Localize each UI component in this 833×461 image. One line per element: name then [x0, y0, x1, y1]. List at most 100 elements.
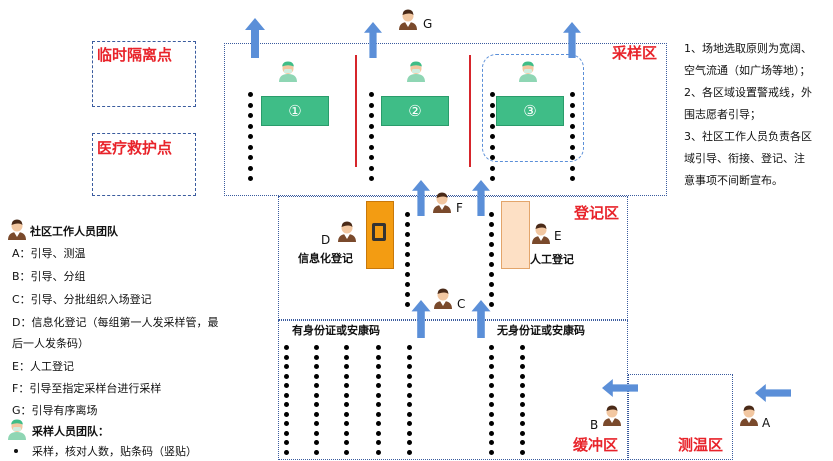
- queue-dot: [375, 354, 381, 360]
- staff-letter-a: A: [762, 416, 771, 430]
- queue-dot: [375, 392, 381, 398]
- queue-dot: [488, 222, 494, 227]
- queue-dot: [283, 411, 289, 417]
- registration-zone-label: 登记区: [574, 204, 620, 222]
- queue-dot: [519, 354, 525, 360]
- queue-dot: [406, 354, 412, 360]
- queue-dot: [247, 92, 253, 97]
- queue-dot: [283, 392, 289, 398]
- queue-dot: [343, 430, 349, 436]
- queue-dot: [569, 176, 575, 181]
- queue-dot: [519, 430, 525, 436]
- staff-letter-d: D: [321, 233, 331, 247]
- queue-dot: [313, 440, 319, 445]
- medical-staff-icon: [277, 60, 299, 82]
- queue-dot: [247, 134, 253, 139]
- queue-dot: [368, 176, 374, 181]
- queue-dot: [368, 134, 374, 139]
- lane-with-id-label: 有身份证或安康码: [292, 324, 380, 337]
- queue-dot: [488, 373, 494, 379]
- legend-item: D：信息化登记（每组第一人发采样管，最: [12, 316, 219, 329]
- arrow-up-icon: [471, 300, 491, 338]
- legend-item: 后一人发条码）: [12, 337, 89, 350]
- staff-letter-f: F: [456, 201, 463, 215]
- queue-dot: [343, 373, 349, 379]
- queue-dot: [375, 373, 381, 379]
- queue-dot: [488, 302, 494, 307]
- queue-dot: [519, 449, 525, 455]
- queue-dot: [313, 411, 319, 417]
- sampling-station-3: ③: [496, 96, 564, 126]
- queue-dot: [406, 383, 412, 388]
- staff-letter-e: E: [554, 229, 562, 243]
- queue-dot: [489, 113, 495, 118]
- registration-zone-box: [278, 196, 628, 320]
- queue-dot: [283, 449, 289, 455]
- queue-dot: [404, 272, 410, 277]
- legend-community-icon: [6, 218, 28, 240]
- queue-dot: [488, 232, 494, 237]
- queue-dot: [375, 402, 381, 407]
- queue-dot: [489, 176, 495, 181]
- queue-dot: [343, 345, 349, 350]
- lane-without-id-label: 无身份证或安康码: [497, 324, 585, 337]
- medical-point-label: 医疗救护点: [97, 139, 173, 157]
- queue-dot: [489, 92, 495, 97]
- queue-dot: [406, 364, 412, 369]
- legend-sampler-title: 采样人员团队：: [32, 425, 109, 438]
- legend-sampler-icon: [6, 418, 28, 440]
- queue-dot: [488, 411, 494, 417]
- queue-dot: [283, 345, 289, 350]
- queue-dot: [343, 383, 349, 388]
- queue-dot: [569, 134, 575, 139]
- staff-letter-g: G: [423, 17, 433, 31]
- queue-dot: [406, 440, 412, 445]
- buffer-zone-label: 缓冲区: [573, 436, 619, 454]
- queue-dot: [404, 252, 410, 257]
- terminal-icon: [370, 222, 388, 242]
- queue-dot: [313, 430, 319, 436]
- queue-dot: [313, 449, 319, 455]
- worker-icon: [601, 404, 623, 426]
- legend-item: G：引导有序离场: [12, 404, 98, 417]
- worker-icon: [432, 287, 454, 309]
- queue-dot: [247, 155, 253, 160]
- legend-item: C：引导、分批组织入场登记: [12, 293, 152, 306]
- isolation-point-label: 临时隔离点: [97, 46, 173, 64]
- staff-letter-c: C: [457, 297, 466, 311]
- queue-dot: [569, 102, 575, 108]
- queue-dot: [488, 262, 494, 267]
- queue-dot: [519, 440, 525, 445]
- manual-registration-label: 人工登记: [530, 253, 574, 266]
- arrow-up-icon: [245, 18, 265, 58]
- queue-dot: [375, 411, 381, 417]
- queue-dot: [489, 102, 495, 108]
- legend-item: E：人工登记: [12, 360, 74, 373]
- queue-dot: [368, 165, 374, 171]
- queue-dot: [569, 92, 575, 97]
- queue-dot: [488, 252, 494, 257]
- queue-dot: [488, 354, 494, 360]
- queue-dot: [569, 123, 575, 129]
- note-line: 2、各区域设置警戒线，外: [684, 86, 812, 99]
- arrow-up-icon: [411, 300, 431, 338]
- queue-dot: [569, 144, 575, 150]
- queue-dot: [404, 242, 410, 247]
- queue-dot: [489, 144, 495, 150]
- queue-dot: [488, 392, 494, 398]
- queue-dot: [247, 102, 253, 108]
- queue-dot: [488, 402, 494, 407]
- worker-icon: [397, 8, 419, 30]
- queue-dot: [406, 373, 412, 379]
- arrow-left-icon: [602, 378, 638, 398]
- worker-icon: [336, 220, 358, 242]
- queue-dot: [368, 92, 374, 97]
- note-line: 围志愿者引导；: [684, 108, 761, 121]
- queue-dot: [343, 411, 349, 417]
- queue-dot: [283, 364, 289, 369]
- staff-letter-b: B: [590, 418, 599, 432]
- queue-dot: [489, 134, 495, 139]
- queue-dot: [343, 354, 349, 360]
- queue-dot: [519, 345, 525, 350]
- queue-dot: [283, 440, 289, 445]
